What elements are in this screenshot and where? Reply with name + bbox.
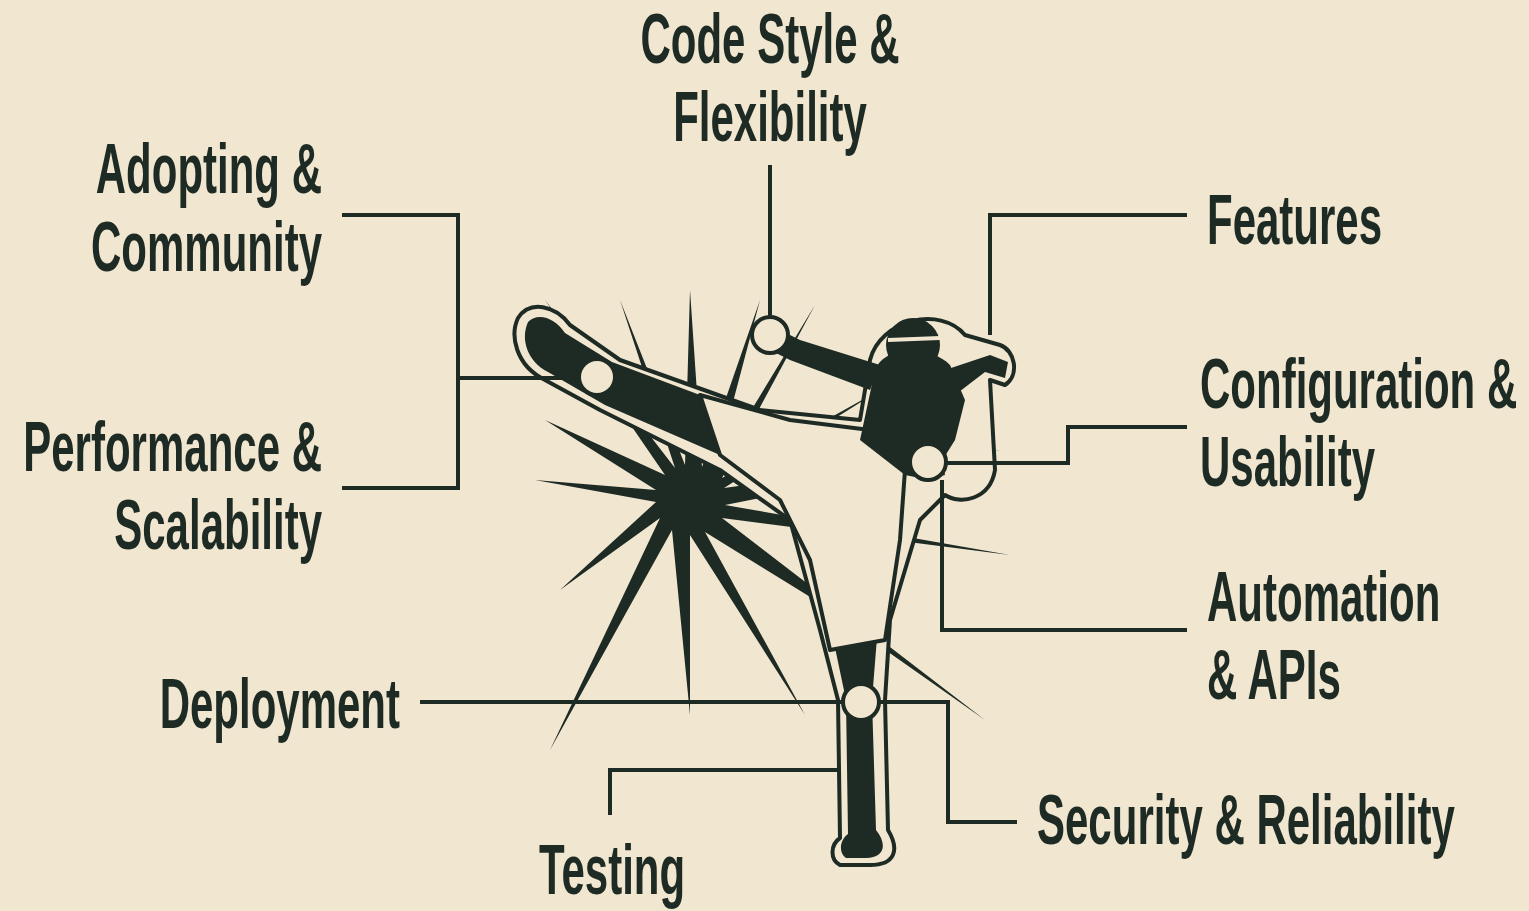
headband xyxy=(888,338,940,340)
annotation-label: Security & Reliability xyxy=(1037,781,1469,859)
fighter-figure xyxy=(515,307,1014,865)
leader-line xyxy=(879,702,1017,822)
guard-arm xyxy=(880,420,945,480)
joint-marker xyxy=(843,684,879,720)
fighter-outline xyxy=(515,307,1014,865)
leader-line xyxy=(420,700,843,704)
annotation-label: Automation & APIs xyxy=(1207,558,1459,714)
rear-arm xyxy=(945,355,1008,395)
leader-lines xyxy=(342,165,1187,822)
leader-line xyxy=(458,376,580,380)
joint-marker xyxy=(752,317,788,353)
leader-line xyxy=(946,427,1187,463)
joint-markers xyxy=(579,317,946,720)
annotation-label: Features xyxy=(1207,181,1447,259)
joint-marker xyxy=(579,359,615,395)
annotation-label: Testing xyxy=(522,831,702,909)
leader-line xyxy=(768,165,772,318)
bracket-line xyxy=(342,215,458,488)
annotation-label: Performance & Scalability xyxy=(10,408,322,564)
leader-line xyxy=(610,770,840,815)
annotation-label: Code Style & Flexibility xyxy=(632,0,908,156)
annotation-label: Deployment xyxy=(124,665,400,743)
kicking-leg xyxy=(525,317,730,455)
annotation-label: Adopting & Community xyxy=(70,130,322,286)
leader-line xyxy=(942,480,1187,630)
joint-marker xyxy=(910,444,946,480)
leader-line xyxy=(990,215,1187,335)
annotation-label: Configuration & Usability xyxy=(1200,345,1529,501)
fighter-head xyxy=(886,318,940,372)
